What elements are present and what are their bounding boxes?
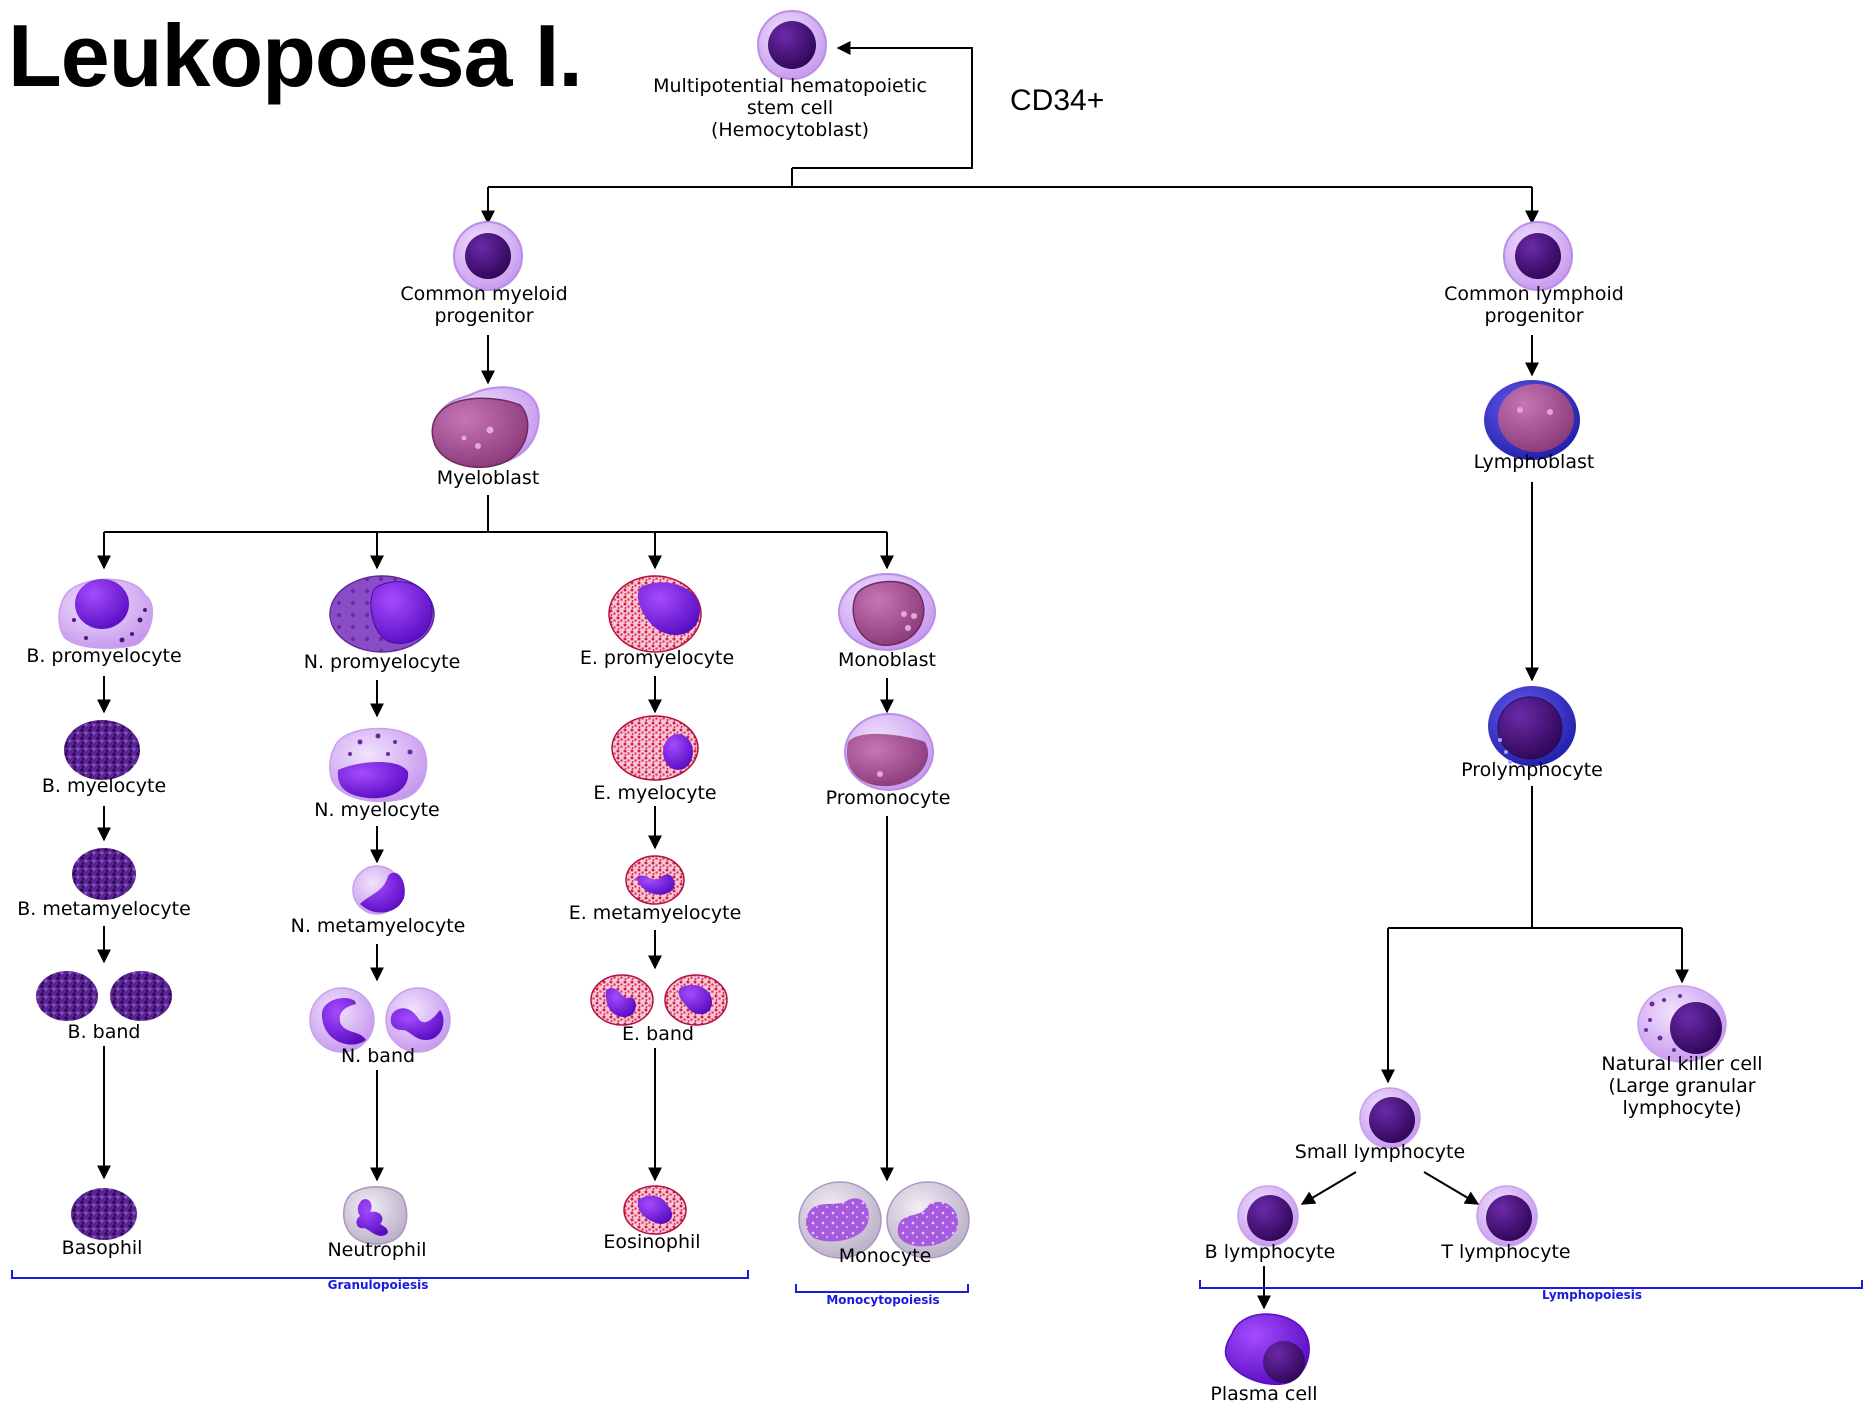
plasma-cell-label: Plasma cell [1210, 1383, 1318, 1405]
n-band-label: N. band [340, 1045, 416, 1067]
n-myelocyte-cell [329, 727, 428, 803]
b-promyelocyte-label: B. promyelocyte [26, 645, 182, 667]
b-myelocyte-label: B. myelocyte [41, 775, 167, 797]
b-myelocyte-cell [64, 720, 140, 780]
n-metamyelocyte-cell [352, 865, 405, 915]
myeloblast-cell [431, 386, 540, 468]
hsc-label: Multipotential hematopoietic stem cell (… [653, 75, 927, 141]
page-title: Leukopoesa I. [8, 6, 583, 105]
basophil-cell [71, 1188, 137, 1240]
myeloblast-label: Myeloblast [436, 467, 540, 489]
b-metamyelocyte-label: B. metamyelocyte [17, 898, 191, 920]
small-lymphocyte-label: Small lymphocyte [1294, 1141, 1466, 1163]
nk-cell-label: Natural killer cell (Large granular lymp… [1601, 1053, 1763, 1119]
connector-lines [97, 41, 1689, 1310]
lymphopoiesis-label: Lymphopoiesis [1541, 1288, 1643, 1302]
n-band-cell-2 [385, 987, 451, 1053]
b-band-cell-1 [36, 971, 98, 1021]
e-metamyelocyte-label: E. metamyelocyte [568, 902, 742, 924]
monocytopoiesis-bracket [795, 1284, 969, 1293]
promonocyte-cell [844, 713, 934, 791]
e-metamyelocyte-cell [625, 855, 685, 905]
b-band-cell-2 [110, 971, 172, 1021]
e-myelocyte-cell [611, 715, 699, 781]
monoblast-cell [838, 573, 936, 651]
n-myelocyte-label: N. myelocyte [314, 799, 440, 821]
e-promyelocyte-label: E. promyelocyte [579, 647, 735, 669]
b-lymphocyte-label: B lymphocyte [1204, 1241, 1336, 1263]
neutrophil-label: Neutrophil [327, 1239, 427, 1261]
t-lymphocyte-cell [1476, 1185, 1538, 1247]
cd34-marker-label: CD34+ [1010, 84, 1105, 117]
monocyte-cell-1 [798, 1181, 882, 1259]
e-band-label: E. band [622, 1023, 694, 1045]
neutrophil-cell [343, 1186, 408, 1245]
b-lymphocyte-cell [1237, 1185, 1299, 1247]
eosinophil-label: Eosinophil [603, 1231, 701, 1253]
monoblast-label: Monoblast [837, 649, 937, 671]
eosinophil-cell [623, 1185, 687, 1235]
prolymphocyte-label: Prolymphocyte [1461, 759, 1603, 781]
clp-label: Common lymphoid progenitor [1444, 283, 1624, 327]
plasma-cell [1224, 1313, 1310, 1386]
monocytopoiesis-label: Monocytopoiesis [826, 1293, 940, 1307]
self-renewal-arrow [792, 41, 973, 169]
e-promyelocyte-cell [608, 575, 702, 653]
b-band-label: B. band [67, 1021, 141, 1043]
granulopoiesis-label: Granulopoiesis [327, 1278, 429, 1292]
t-lymphocyte-label: T lymphocyte [1441, 1241, 1571, 1263]
basophil-label: Basophil [61, 1237, 143, 1259]
lymphopoiesis-bracket [1199, 1280, 1863, 1289]
nk-cell [1637, 985, 1727, 1063]
monocyte-cell-2 [886, 1181, 970, 1259]
prolymphocyte-cell [1488, 686, 1576, 766]
e-band-cell-1 [590, 974, 654, 1026]
monocyte-label: Monocyte [838, 1245, 932, 1267]
e-myelocyte-label: E. myelocyte [593, 782, 717, 804]
promonocyte-label: Promonocyte [825, 787, 951, 809]
b-metamyelocyte-cell [72, 848, 136, 900]
n-band-cell-1 [309, 987, 375, 1053]
small-lymphocyte-cell [1359, 1087, 1421, 1149]
b-promyelocyte-cell [58, 578, 154, 649]
n-metamyelocyte-label: N. metamyelocyte [290, 915, 466, 937]
cmp-label: Common myeloid progenitor [400, 283, 568, 327]
granulopoiesis-bracket [11, 1270, 749, 1279]
lymphoblast-label: Lymphoblast [1473, 451, 1595, 473]
cmp-cell [453, 221, 523, 291]
hsc-cell [757, 10, 827, 80]
lymphoblast-cell [1484, 380, 1580, 460]
n-promyelocyte-label: N. promyelocyte [303, 651, 461, 673]
clp-cell [1503, 221, 1573, 291]
n-promyelocyte-cell [329, 575, 435, 653]
e-band-cell-2 [664, 974, 728, 1026]
